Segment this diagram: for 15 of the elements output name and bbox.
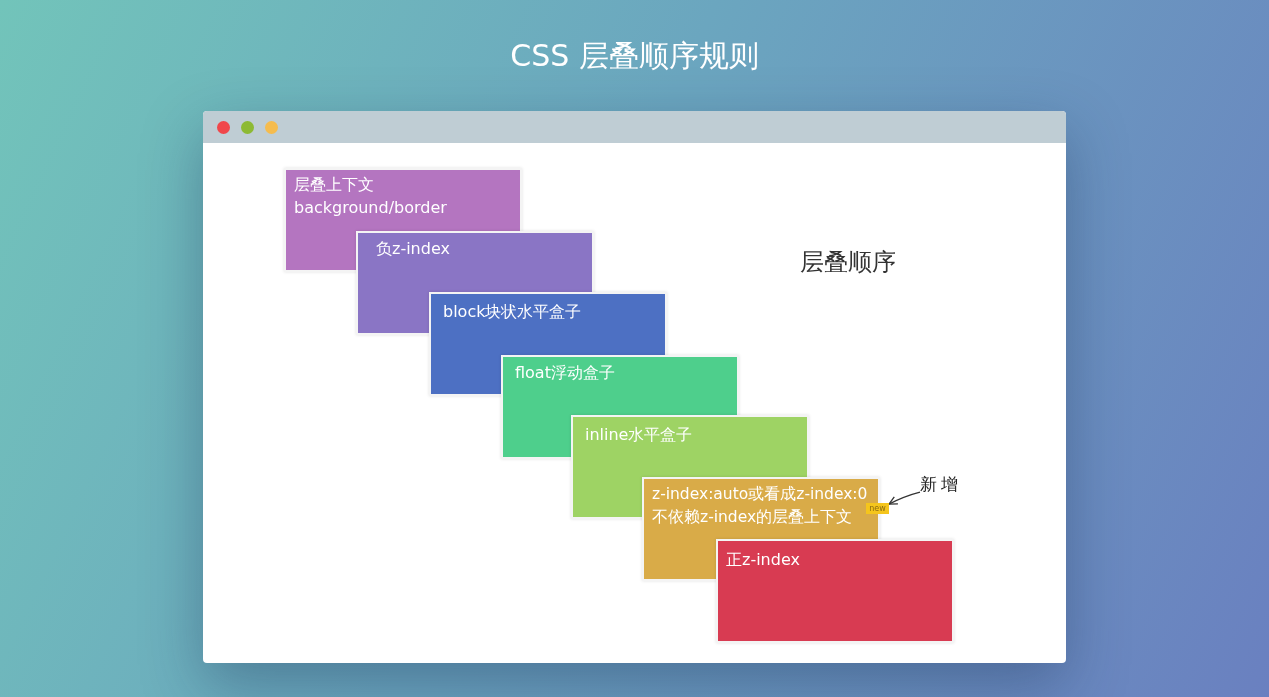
layer-label: 负z-index <box>376 238 450 260</box>
layer-label: 层叠上下文 <box>294 174 374 196</box>
layer-label: 正z-index <box>726 549 800 571</box>
status-tag: new <box>866 503 889 514</box>
stack-layer-panel <box>716 539 954 643</box>
layer-label: block块状水平盒子 <box>443 301 582 323</box>
layer-label: inline水平盒子 <box>585 424 693 446</box>
layer-label: background/border <box>294 197 447 219</box>
handwritten-note: 新增 <box>920 473 962 495</box>
leader-arrow <box>888 491 921 505</box>
layer-label: float浮动盒子 <box>515 362 615 384</box>
side-heading: 层叠顺序 <box>800 247 896 278</box>
layer-label: 不依赖z-index的层叠上下文 <box>652 507 853 528</box>
page-title: CSS 层叠顺序规则 <box>510 37 759 75</box>
layer-label: z-index:auto或看成z-index:0 <box>652 484 868 505</box>
